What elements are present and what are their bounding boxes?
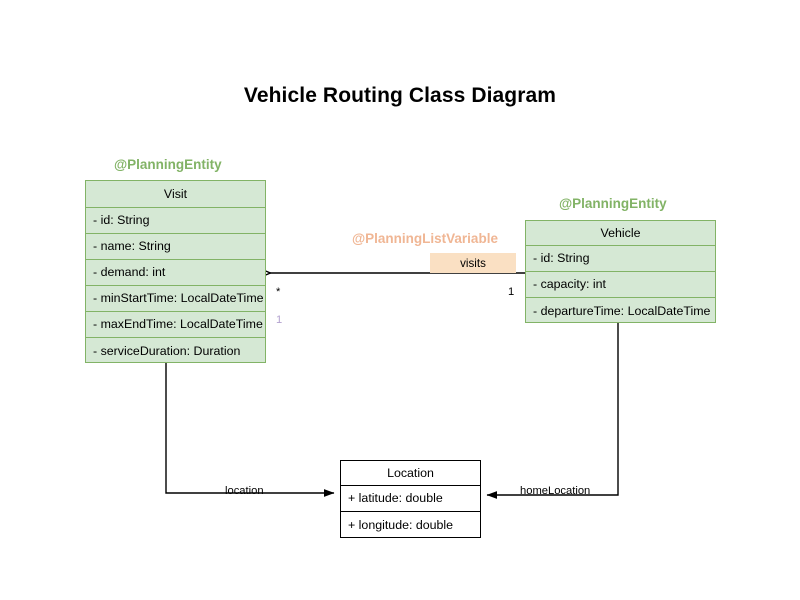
- multiplicity-visit-location-side: 1: [276, 314, 283, 326]
- uml-class-visit[interactable]: Visit - id: String - name: String - dema…: [85, 180, 266, 363]
- edge-label-location: location: [225, 485, 264, 497]
- class-attribute: + longitude: double: [348, 517, 454, 532]
- class-attribute: - id: String: [526, 246, 715, 272]
- class-attribute: - departureTime: LocalDateTime: [533, 303, 711, 318]
- class-attribute: - demand: int: [86, 260, 265, 286]
- class-attribute: - name: String: [86, 234, 265, 260]
- class-name-location: Location: [341, 461, 480, 486]
- uml-class-vehicle[interactable]: Vehicle - id: String - capacity: int - d…: [525, 220, 716, 323]
- class-attribute: - maxEndTime: LocalDateTime: [86, 312, 265, 338]
- class-name-vehicle: Vehicle: [526, 221, 715, 246]
- annotation-planning-list-variable: @PlanningListVariable: [352, 231, 498, 246]
- page-title: Vehicle Routing Class Diagram: [243, 84, 557, 107]
- class-attribute: - capacity: int: [526, 272, 715, 298]
- uml-class-location[interactable]: Location + latitude: double + longitude:…: [340, 460, 481, 538]
- multiplicity-vehicle-side: 1: [508, 286, 515, 298]
- edge-vehicle-homelocation: [486, 323, 619, 499]
- edge-visit-location: [165, 363, 335, 497]
- edge-label-visits: visits: [430, 253, 516, 273]
- class-name-visit: Visit: [86, 181, 265, 208]
- class-attribute: - serviceDuration: Duration: [93, 343, 241, 358]
- class-attribute: - minStartTime: LocalDateTime: [86, 286, 265, 312]
- annotation-vehicle-planning-entity: @PlanningEntity: [559, 196, 667, 211]
- multiplicity-visit-side: *: [276, 286, 281, 298]
- class-attribute: + latitude: double: [341, 486, 480, 512]
- class-attribute: - id: String: [86, 208, 265, 234]
- edge-label-homelocation: homeLocation: [520, 485, 591, 497]
- annotation-visit-planning-entity: @PlanningEntity: [114, 157, 222, 172]
